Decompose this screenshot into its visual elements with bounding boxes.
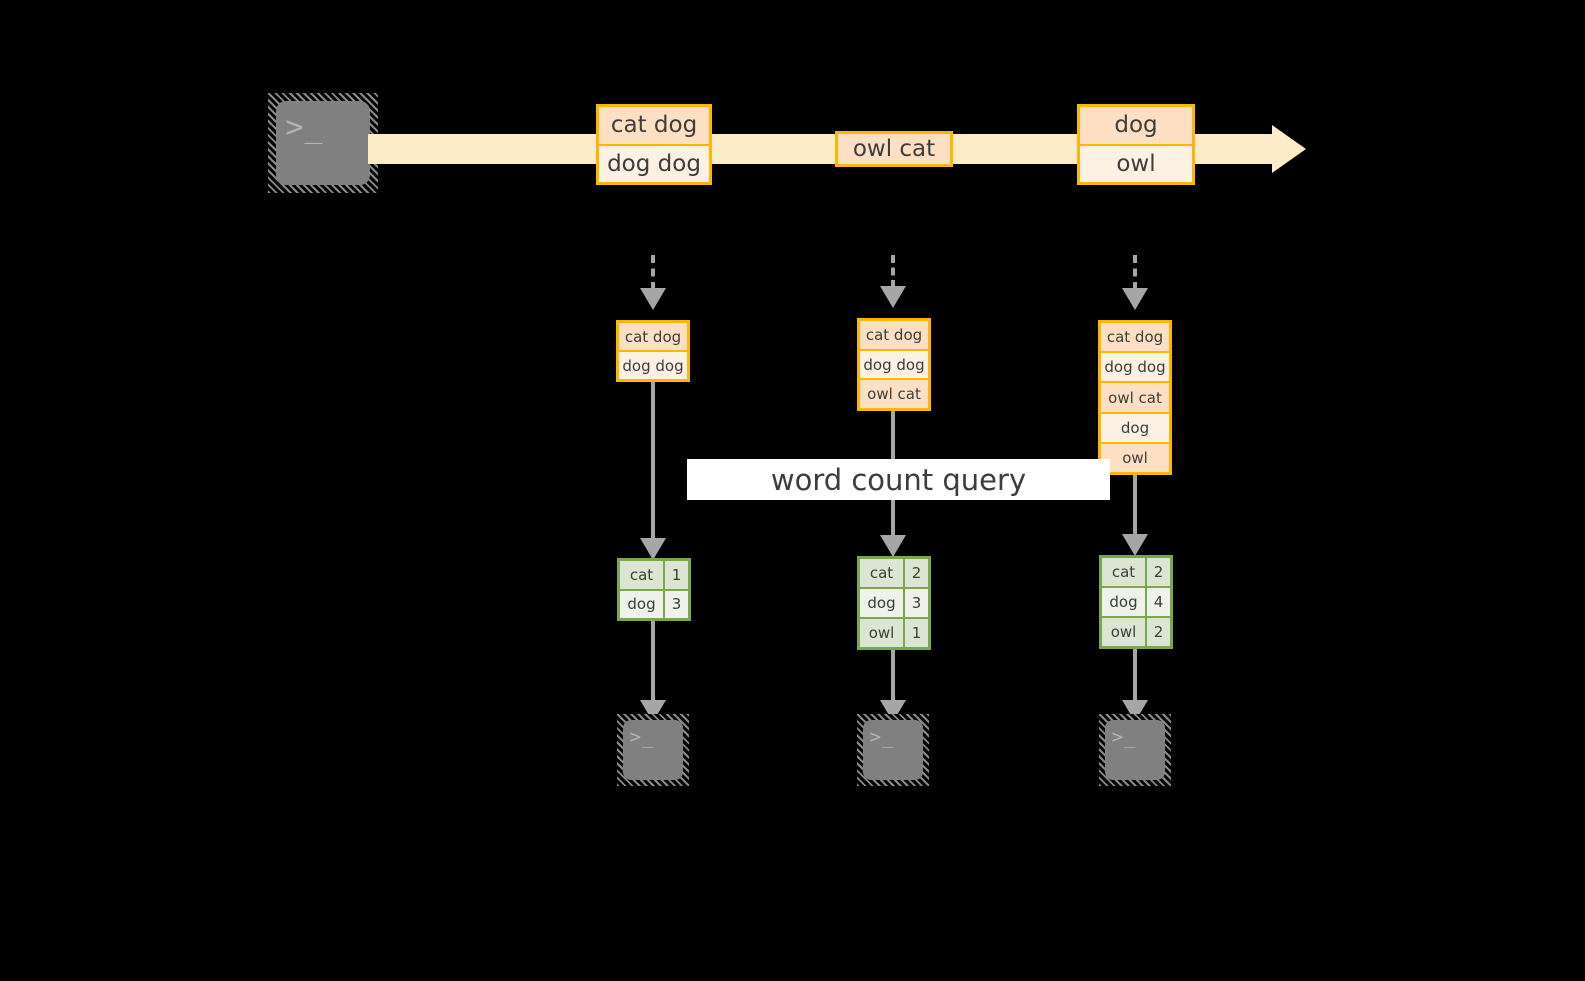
snapshot-2-capture-line (891, 255, 895, 288)
stream-event-group-1: cat dog dog dog (596, 104, 712, 185)
snapshot-1-sink-terminal-icon: >_ (617, 714, 689, 786)
snapshot-input-line: dog (1101, 413, 1169, 444)
snapshot-input-line: owl cat (860, 380, 928, 409)
result-word: cat (1102, 558, 1147, 586)
result-row: owl 1 (860, 619, 928, 647)
terminal-prompt-glyph: >_ (629, 725, 655, 748)
terminal-prompt-glyph: >_ (285, 109, 324, 145)
snapshot-input-line: cat dog (1101, 323, 1169, 354)
snapshot-input-line: cat dog (860, 321, 928, 351)
snapshot-3-input-stack: cat dog dog dog owl cat dog owl (1098, 320, 1172, 475)
terminal-face: >_ (623, 720, 683, 780)
query-label-text: word count query (770, 462, 1027, 497)
snapshot-2-sink-terminal-icon: >_ (857, 714, 929, 786)
result-count: 2 (1147, 618, 1170, 646)
result-count: 4 (1147, 588, 1170, 616)
result-row: cat 2 (860, 559, 928, 589)
snapshot-3-query-line (1133, 475, 1137, 537)
snapshot-2-capture-arrowhead (880, 286, 906, 308)
result-row: cat 1 (620, 561, 688, 591)
stream-record-line: owl (1080, 145, 1192, 182)
terminal-face: >_ (863, 720, 923, 780)
result-word: dog (620, 590, 665, 618)
snapshot-3-capture-line (1133, 255, 1137, 290)
source-terminal-icon: >_ (268, 93, 378, 193)
stream-record-line: dog (1080, 107, 1192, 146)
snapshot-1-capture-arrowhead (640, 288, 666, 310)
stream-event-group-2: owl cat (835, 131, 953, 167)
query-label: word count query (687, 459, 1110, 500)
snapshot-3-result-table: cat 2 dog 4 owl 2 (1099, 555, 1173, 649)
snapshot-1-query-line (651, 382, 655, 550)
stream-event-group-3: dog owl (1077, 104, 1195, 185)
snapshot-input-line: cat dog (619, 323, 687, 352)
result-row: cat 2 (1102, 558, 1170, 588)
terminal-prompt-glyph: >_ (869, 725, 895, 748)
snapshot-1-input-stack: cat dog dog dog (616, 320, 690, 382)
snapshot-3-query-arrowhead (1122, 534, 1148, 556)
terminal-prompt-glyph: >_ (1111, 725, 1137, 748)
result-count: 3 (905, 589, 928, 617)
result-count: 2 (905, 559, 928, 587)
result-count: 3 (665, 590, 688, 618)
snapshot-1-capture-line (651, 255, 655, 290)
result-count: 2 (1147, 558, 1170, 586)
snapshot-input-line: dog dog (1101, 353, 1169, 384)
snapshot-input-line: owl (1101, 443, 1169, 473)
result-word: dog (860, 589, 905, 617)
snapshot-3-capture-arrowhead (1122, 288, 1148, 310)
terminal-face: >_ (276, 101, 370, 185)
snapshot-input-line: owl cat (1101, 383, 1169, 414)
result-word: cat (860, 559, 905, 587)
stream-record-line: cat dog (599, 107, 709, 146)
event-stream-arrowhead (1272, 125, 1306, 173)
snapshot-input-line: dog dog (860, 350, 928, 381)
snapshot-2-input-stack: cat dog dog dog owl cat (857, 318, 931, 411)
snapshot-3-sink-line (1133, 649, 1137, 707)
result-word: cat (620, 561, 665, 589)
snapshot-2-query-arrowhead (880, 535, 906, 557)
snapshot-input-line: dog dog (619, 352, 687, 379)
result-word: dog (1102, 588, 1147, 616)
snapshot-1-query-arrowhead (640, 538, 666, 560)
result-count: 1 (665, 561, 688, 589)
result-word: owl (1102, 618, 1147, 646)
stream-record-line: dog dog (599, 145, 709, 182)
snapshot-2-result-table: cat 2 dog 3 owl 1 (857, 556, 931, 650)
result-word: owl (860, 619, 905, 647)
snapshot-2-sink-line (891, 650, 895, 707)
terminal-face: >_ (1105, 720, 1165, 780)
stream-record-line: owl cat (838, 134, 950, 164)
snapshot-3-sink-terminal-icon: >_ (1099, 714, 1171, 786)
result-row: dog 3 (620, 590, 688, 618)
result-row: owl 2 (1102, 618, 1170, 646)
snapshot-1-result-table: cat 1 dog 3 (617, 558, 691, 621)
result-count: 1 (905, 619, 928, 647)
result-row: dog 3 (860, 589, 928, 619)
result-row: dog 4 (1102, 588, 1170, 618)
snapshot-1-sink-line (651, 621, 655, 707)
